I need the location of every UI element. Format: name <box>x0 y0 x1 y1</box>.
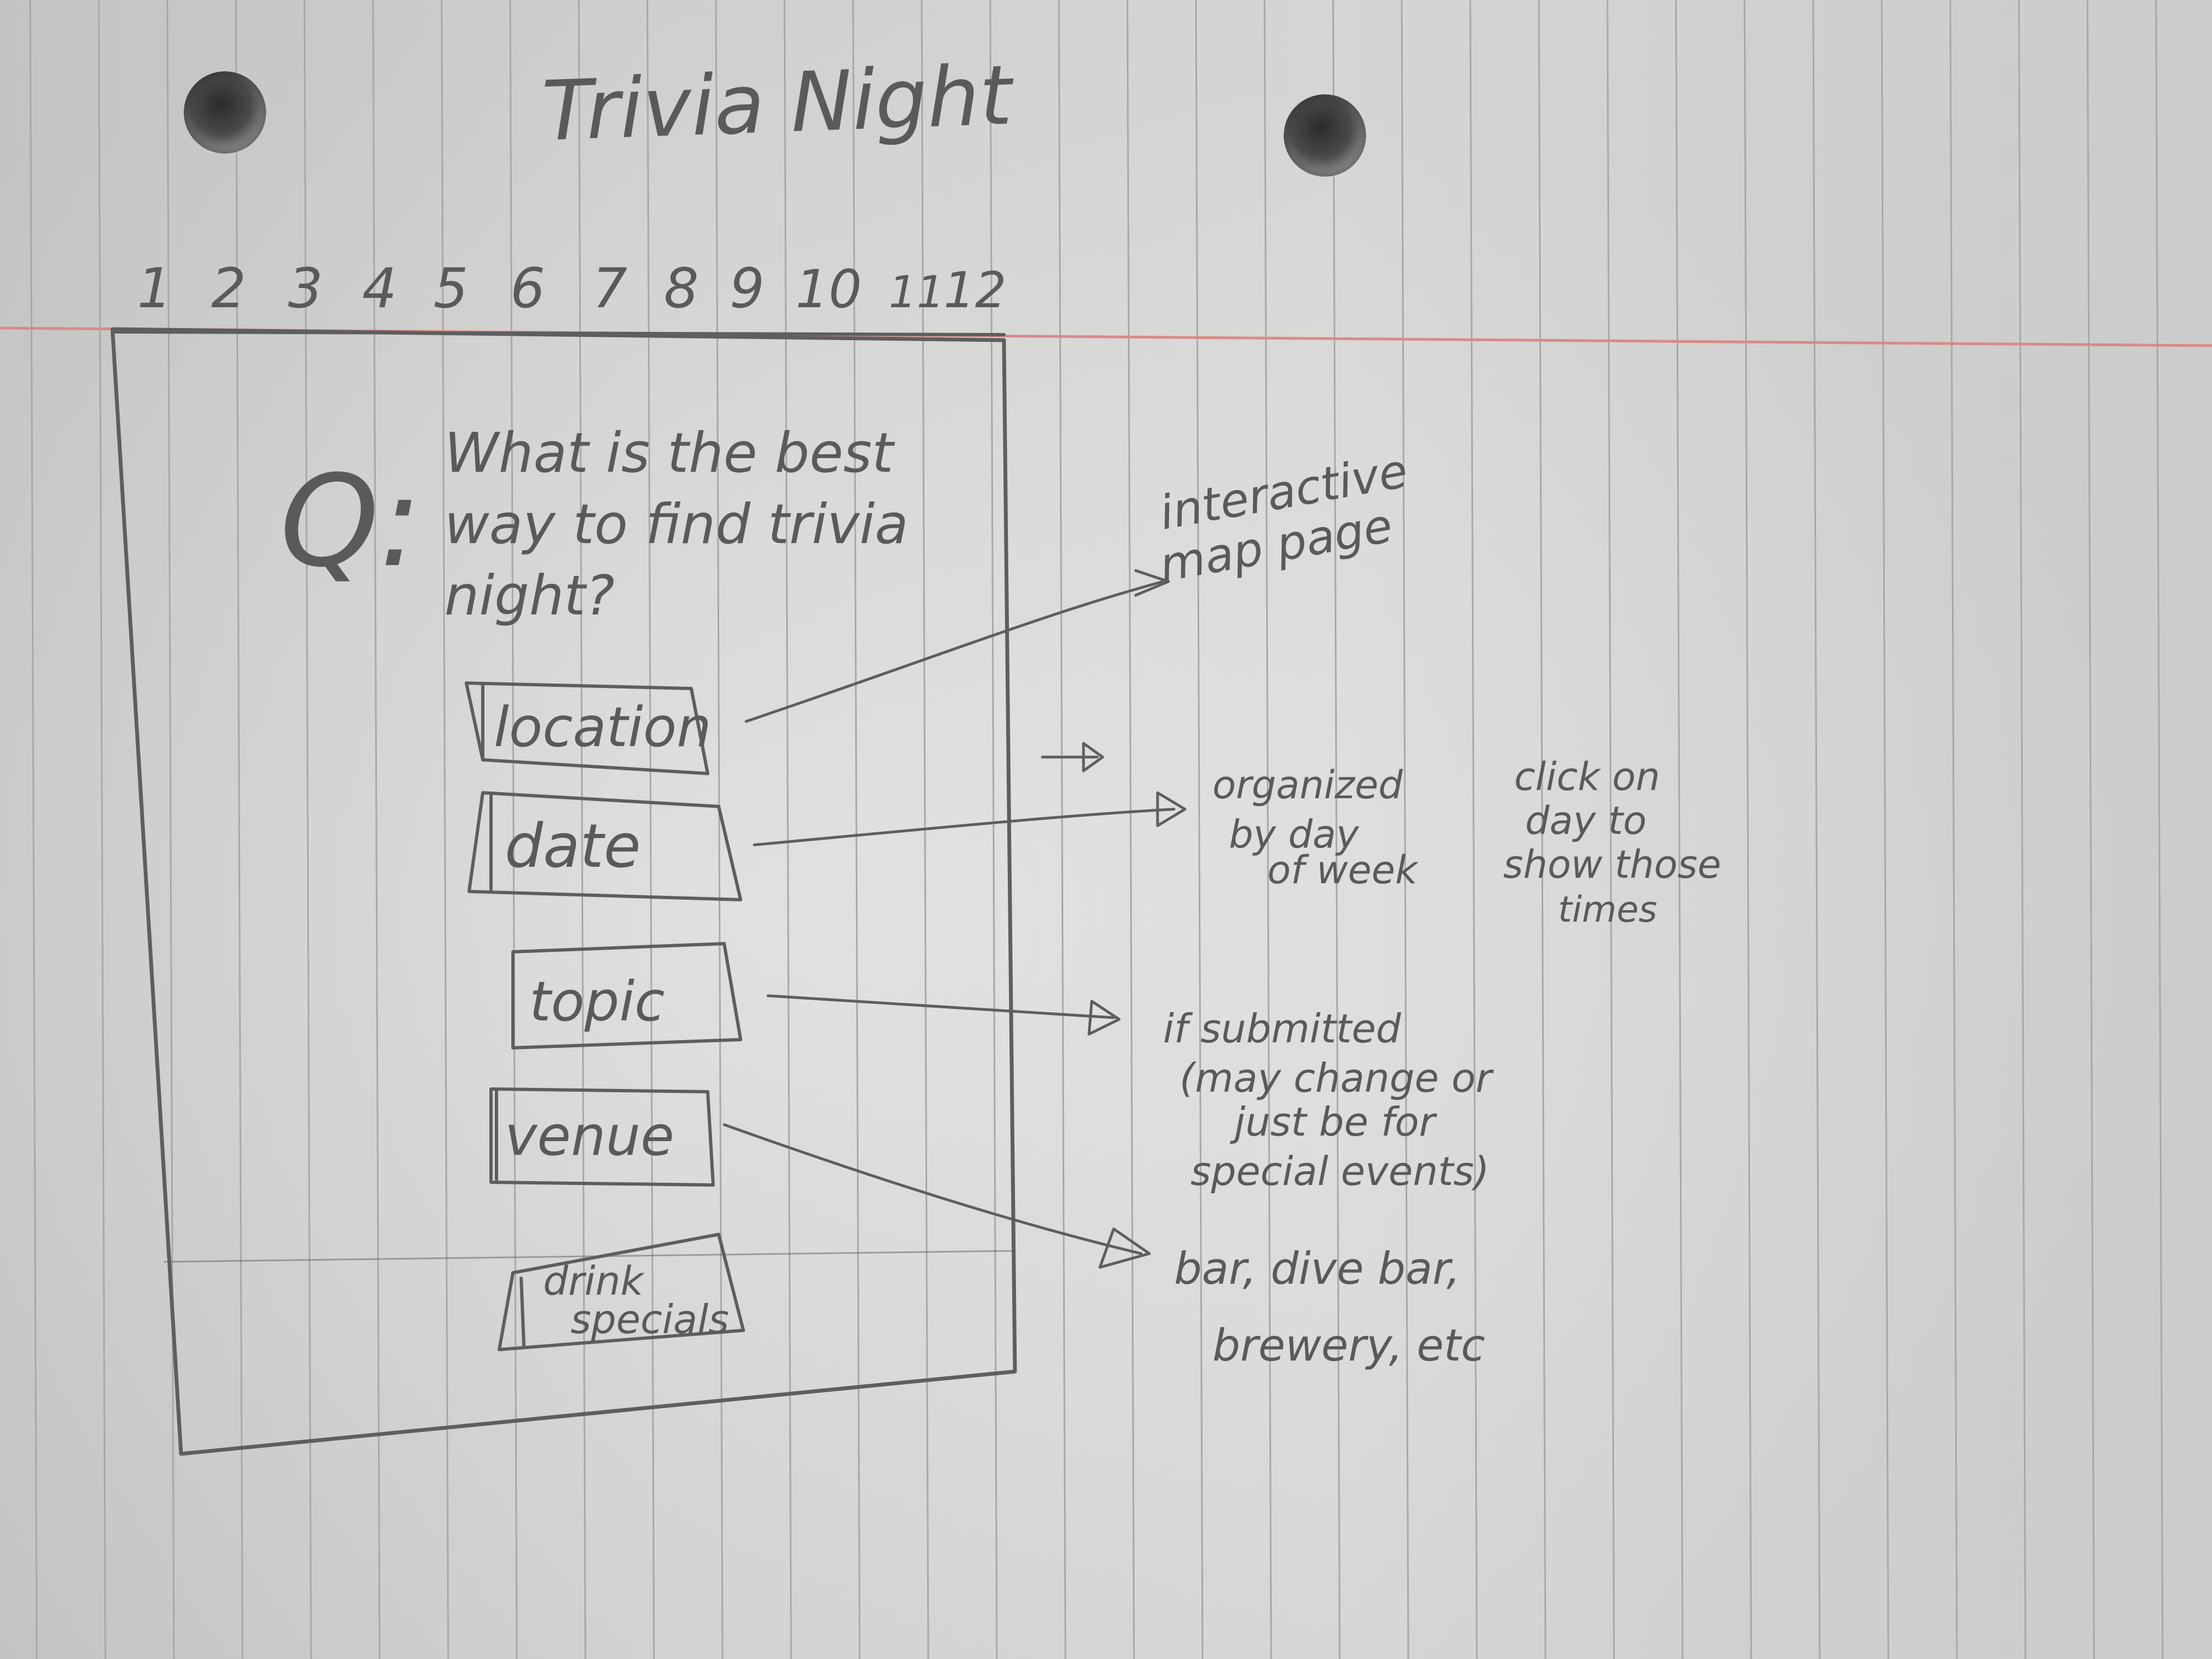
option-venue-button[interactable]: venue <box>489 1087 715 1187</box>
option-drink-specials-button[interactable]: drink specials <box>498 1233 745 1351</box>
page-title: Trivia Night <box>540 48 1016 160</box>
rule-line <box>1126 0 1135 1659</box>
tab-6[interactable]: 6 <box>510 256 545 320</box>
tab-8[interactable]: 8 <box>664 256 699 320</box>
note-submitted-line-2: (may change or <box>1180 1055 1494 1101</box>
option-topic-label: topic <box>529 969 665 1034</box>
rule-line <box>1675 0 1684 1659</box>
tab-10[interactable]: 10 <box>795 259 862 320</box>
rule-line <box>235 0 244 1659</box>
tab-2[interactable]: 2 <box>211 256 246 320</box>
note-submitted-line-4: special events) <box>1190 1148 1489 1194</box>
option-drink-specials-label-2: specials <box>571 1296 729 1342</box>
rule-line <box>509 0 518 1659</box>
rule-line <box>1195 0 1204 1659</box>
note-venue-types-line-1: bar, dive bar, <box>1174 1243 1460 1294</box>
rule-line <box>989 0 998 1659</box>
rule-line <box>1606 0 1615 1659</box>
tab-3[interactable]: 3 <box>288 256 323 320</box>
rule-line <box>1538 0 1547 1659</box>
option-date-label: date <box>505 811 641 881</box>
binder-hole-left <box>184 71 266 154</box>
arrow-location-to-map <box>744 569 1170 723</box>
tab-5[interactable]: 5 <box>433 256 469 320</box>
rule-line <box>783 0 792 1659</box>
tab-4[interactable]: 4 <box>362 256 397 320</box>
rule-line <box>166 0 175 1659</box>
question-line-1: What is the best <box>444 421 895 485</box>
option-drink-specials-label-1: drink <box>543 1258 645 1304</box>
tab-bar: 1 2 3 4 5 6 7 8 9 10 11 12 <box>114 256 1007 336</box>
screen-frame <box>110 327 1017 1456</box>
option-location-label: location <box>494 695 712 759</box>
rule-line <box>1743 0 1752 1659</box>
rule-line <box>2018 0 2027 1659</box>
rule-line <box>852 0 861 1659</box>
binder-hole-right <box>1284 94 1366 177</box>
rule-line <box>2155 0 2164 1659</box>
note-venue-types-line-2: brewery, etc <box>1212 1320 1485 1371</box>
rule-line <box>1812 0 1821 1659</box>
question-marker: Q: <box>280 449 422 595</box>
question-line-2: way to find trivia <box>444 492 909 556</box>
arrow-stray <box>1041 742 1104 772</box>
tab-7[interactable]: 7 <box>592 256 628 320</box>
question-line-3: night? <box>444 563 614 628</box>
tab-1[interactable]: 1 <box>137 256 172 320</box>
note-submitted-line-1: if submitted <box>1163 1006 1402 1052</box>
rule-line <box>1401 0 1409 1659</box>
rule-line <box>372 0 381 1659</box>
option-topic-button[interactable]: topic <box>511 942 742 1049</box>
rule-line <box>715 0 724 1659</box>
arrow-topic-to-submitted <box>766 994 1121 1036</box>
tab-9[interactable]: 9 <box>730 256 765 320</box>
rule-line <box>1881 0 1889 1659</box>
rule-line <box>441 0 449 1659</box>
note-organized-line-1: organized <box>1212 763 1403 808</box>
note-organized-line-2: by day <box>1229 812 1359 857</box>
rule-line <box>1332 0 1341 1659</box>
arrow-venue-to-types <box>723 1123 1151 1269</box>
rule-line <box>2086 0 2095 1659</box>
note-click-line-3: show those <box>1503 842 1721 887</box>
note-click-line-4: times <box>1558 889 1657 930</box>
rule-line <box>1469 0 1478 1659</box>
rule-line <box>578 0 586 1659</box>
rule-line <box>1263 0 1272 1659</box>
tab-11[interactable]: 11 <box>889 267 945 318</box>
screen-frame-inner-line <box>163 1250 1016 1263</box>
option-venue-label: venue <box>505 1104 674 1168</box>
note-submitted-line-3: just be for <box>1229 1099 1438 1145</box>
arrow-date-to-organized <box>753 791 1187 847</box>
rule-line <box>29 0 38 1659</box>
tab-12[interactable]: 12 <box>944 262 1007 319</box>
option-date-button[interactable]: date <box>467 791 742 901</box>
rule-line <box>98 0 106 1659</box>
rule-line <box>646 0 655 1659</box>
option-location-button[interactable]: location <box>465 681 712 775</box>
rule-line <box>1058 0 1066 1659</box>
note-click-line-2: day to <box>1525 798 1646 843</box>
rule-line <box>303 0 312 1659</box>
note-click-line-1: click on <box>1514 754 1660 799</box>
note-organized-line-3: of week <box>1267 848 1419 893</box>
rule-line <box>1949 0 1958 1659</box>
